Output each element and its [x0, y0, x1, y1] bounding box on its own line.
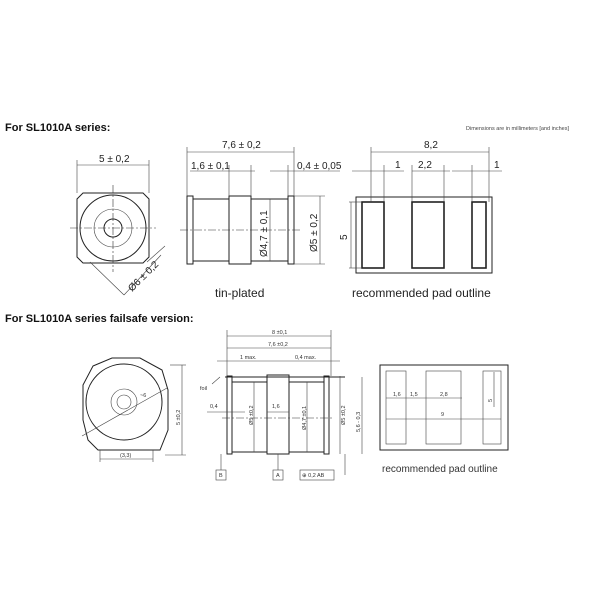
side-view-2 — [207, 330, 363, 481]
section2-heading: For SL1010A series failsafe version: — [5, 313, 194, 325]
units-note: Dimensions are in millimeters [and inche… — [466, 126, 569, 132]
side2-d3-label: Ø5 ±0,2 — [341, 405, 347, 425]
side2-left-max-label: 1 max. — [240, 355, 257, 361]
pad2-p3-label: 2,8 — [440, 392, 448, 398]
side2-right-max-label: 0,4 max. — [295, 355, 317, 361]
pad1-left-label: 1 — [395, 160, 401, 171]
pad2-height-label: 5 — [488, 399, 494, 402]
front-view-2 — [81, 357, 186, 462]
datum-a-label: A — [276, 473, 280, 479]
front2-height-label: 5 ±0,2 — [176, 410, 182, 425]
pad1-total-label: 8,2 — [424, 140, 438, 151]
side1-length-label: 7,6 ± 0,2 — [222, 140, 261, 151]
front-view-1 — [70, 160, 166, 296]
side1-outer-diameter-label: Ø5 ± 0,2 — [309, 213, 320, 252]
datum-b-label: B — [219, 473, 223, 479]
pad2-p1-label: 1,6 — [393, 392, 401, 398]
front2-width-label: (3,3) — [120, 453, 131, 459]
pad2-p2-label: 1,5 — [410, 392, 418, 398]
side2-overall-label: 8 ±0,1 — [272, 330, 287, 336]
side-view-1 — [180, 147, 340, 265]
pad2-caption: recommended pad outline — [382, 464, 498, 475]
front2-diameter-label: ~6 — [140, 393, 146, 399]
side1-inner-diameter-label: Ø4,7 ± 0,1 — [259, 210, 270, 257]
pad-outline-1 — [349, 147, 502, 274]
position-tolerance-label: ⊕ 0,2 AB — [302, 473, 325, 479]
pad1-center-label: 2,2 — [418, 160, 432, 171]
side2-height-label: 5,6 - 0,3 — [356, 412, 362, 432]
side1-band-label: 1,6 ± 0,1 — [191, 161, 230, 172]
side2-flange-label: 0,4 — [210, 404, 218, 410]
side2-length-label: 7,6 ±0,2 — [268, 342, 288, 348]
side2-foil-label: foil — [200, 386, 207, 392]
front1-width-label: 5 ± 0,2 — [99, 154, 130, 165]
side2-band-label: 1,6 — [272, 404, 280, 410]
side2-d2-label: Ø4,7 ±0,1 — [302, 406, 308, 430]
section1-heading: For SL1010A series: — [5, 122, 110, 134]
side1-flange-label: 0,4 ± 0,05 — [297, 161, 342, 172]
side1-caption: tin-plated — [215, 286, 264, 300]
pad2-total-label: 9 — [441, 412, 444, 418]
pad1-caption: recommended pad outline — [352, 286, 491, 300]
pad1-height-label: 5 — [339, 234, 350, 240]
pad1-right-label: 1 — [494, 160, 500, 171]
side2-d1-label: Ø5 ±0,2 — [249, 405, 255, 425]
front1-diameter-label: Ø6 ± 0,2 — [126, 259, 161, 294]
pad-outline-2 — [379, 364, 509, 451]
